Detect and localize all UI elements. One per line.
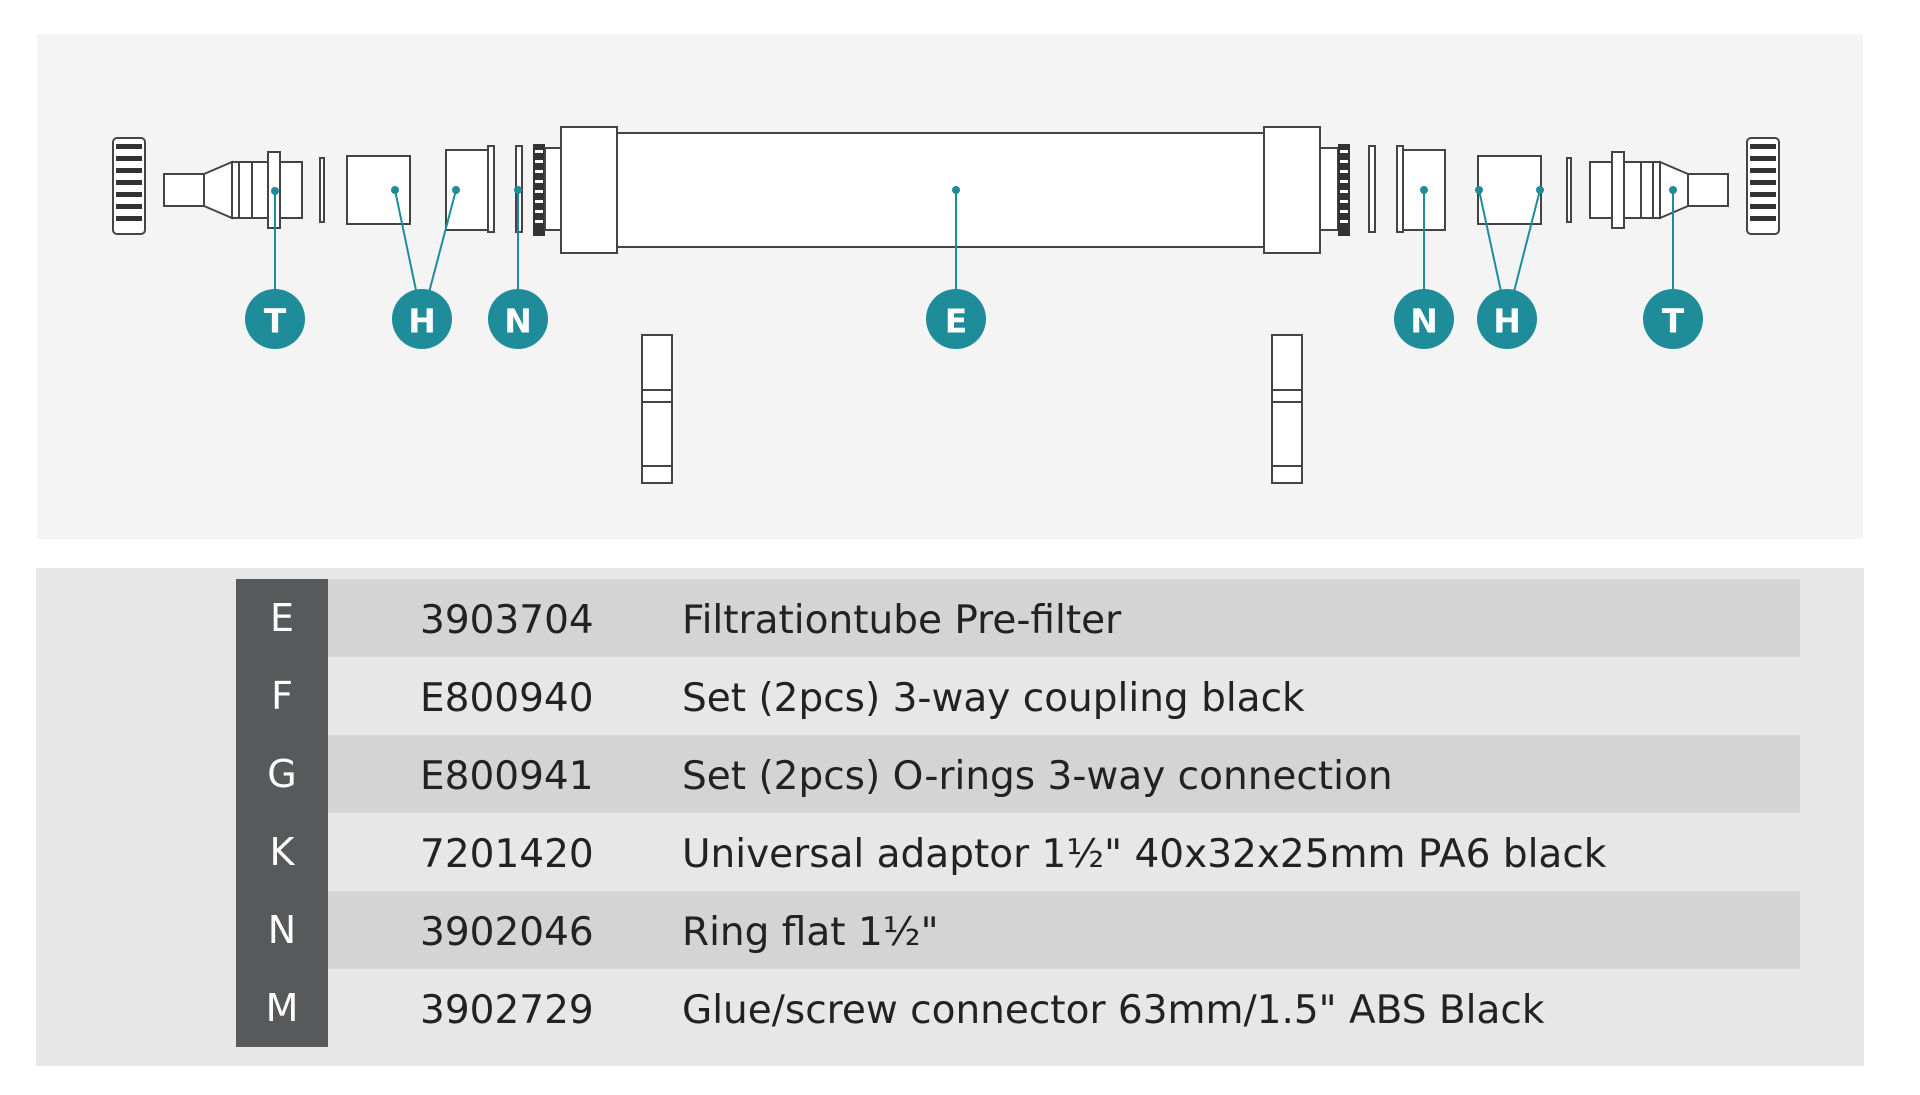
exploded-diagram: T H N E N H T [37,34,1863,539]
row-letter: M [236,969,328,1047]
left-o-ring [319,157,325,223]
part-description: Glue/screw connector 63mm/1.5" ABS Black [682,988,1545,1033]
row-letter: N [236,891,328,969]
row-letter: E [236,579,328,657]
callout-e: E [926,289,986,349]
callout-n-right: N [1394,289,1454,349]
callout-h-left: H [392,289,452,349]
part-description: Universal adaptor 1½" 40x32x25mm PA6 bla… [682,832,1607,877]
parts-table: E 3903704 Filtrationtube Pre-filter F E8… [236,579,1800,1047]
filtration-tube [533,126,1350,254]
callout-h-right: H [1477,289,1537,349]
callout-label: T [264,302,287,341]
left-coupling [641,334,673,484]
right-coupling [1271,334,1303,484]
part-number: E800940 [420,676,594,721]
callout-label: H [1493,302,1521,341]
table-row: N 3902046 Ring flat 1½" [236,891,1800,969]
part-description: Set (2pcs) 3-way coupling black [682,676,1305,721]
callout-label: N [1410,302,1438,341]
part-number: 7201420 [420,832,594,877]
part-number: 3902729 [420,988,594,1033]
right-adaptor-sleeve [1477,155,1542,225]
table-row: K 7201420 Universal adaptor 1½" 40x32x25… [236,813,1800,891]
row-letter: K [236,813,328,891]
right-end-cap [1746,137,1780,235]
part-number: E800941 [420,754,594,799]
row-body: E800940 Set (2pcs) 3-way coupling black [328,657,1800,735]
callout-label: T [1662,302,1685,341]
part-description: Set (2pcs) O-rings 3-way connection [682,754,1393,799]
table-row: E 3903704 Filtrationtube Pre-filter [236,579,1800,657]
part-description: Ring flat 1½" [682,910,939,955]
part-number: 3902046 [420,910,594,955]
part-number: 3903704 [420,598,594,643]
right-o-ring [1566,157,1572,223]
callout-label: N [504,302,532,341]
diagram-drawing: T H N E N H T [112,126,1780,484]
right-hose-tail [1589,151,1729,229]
callout-n-left: N [488,289,548,349]
callout-label: E [945,302,968,341]
callout-t-left: T [245,289,305,349]
part-description: Filtrationtube Pre-filter [682,598,1122,643]
left-end-cap [112,137,146,235]
row-body: 3902046 Ring flat 1½" [328,891,1800,969]
row-letter: G [236,735,328,813]
table-row: F E800940 Set (2pcs) 3-way coupling blac… [236,657,1800,735]
table-row: G E800941 Set (2pcs) O-rings 3-way conne… [236,735,1800,813]
table-row: M 3902729 Glue/screw connector 63mm/1.5"… [236,969,1800,1047]
right-flat-ring [1368,145,1376,233]
callout-t-right: T [1643,289,1703,349]
left-hose-tail [163,151,303,229]
callout-label: H [408,302,436,341]
row-body: E800941 Set (2pcs) O-rings 3-way connect… [328,735,1800,813]
row-body: 3902729 Glue/screw connector 63mm/1.5" A… [328,969,1800,1047]
row-body: 3903704 Filtrationtube Pre-filter [328,579,1800,657]
row-body: 7201420 Universal adaptor 1½" 40x32x25mm… [328,813,1800,891]
row-letter: F [236,657,328,735]
